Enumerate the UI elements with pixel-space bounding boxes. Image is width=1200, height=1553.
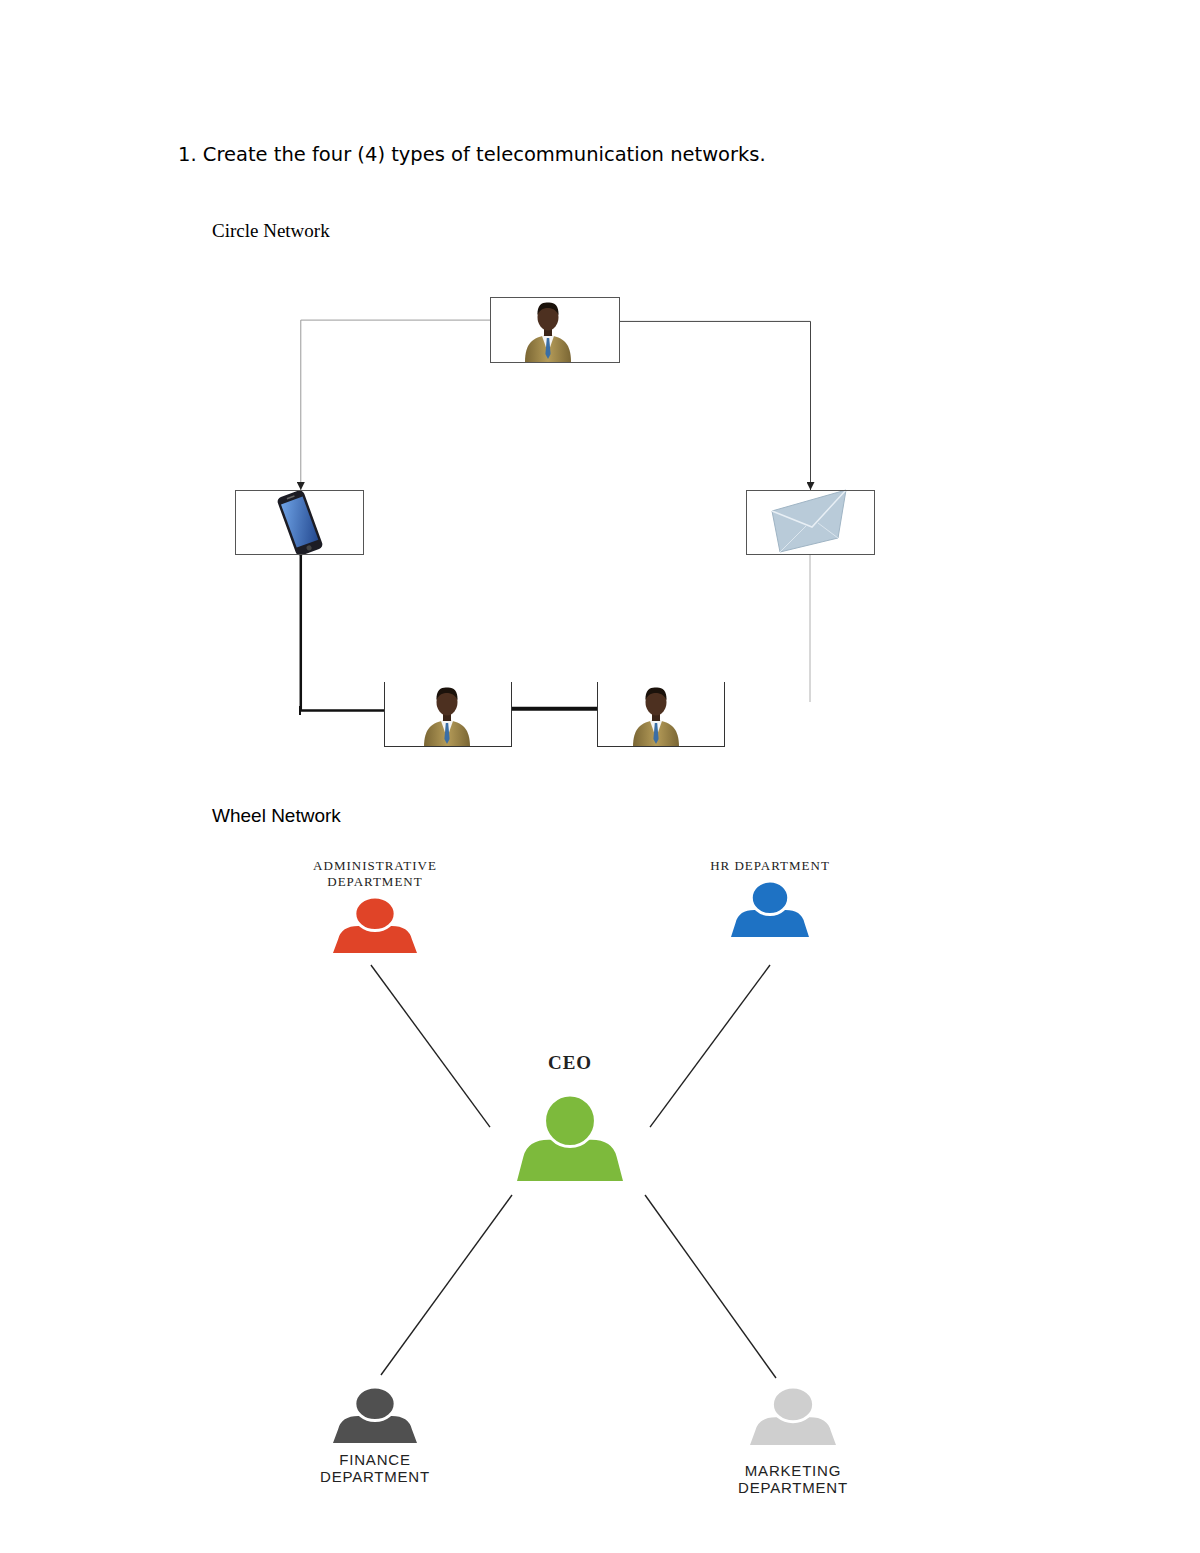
network-box <box>235 490 364 555</box>
page-title: 1. Create the four (4) types of telecomm… <box>178 143 1178 166</box>
connector-line <box>301 320 490 490</box>
section-heading: Wheel Network <box>212 805 812 827</box>
network-box <box>746 490 875 555</box>
connector-line <box>371 965 490 1127</box>
businessman-icon <box>424 687 470 747</box>
person-icon <box>517 1095 623 1181</box>
connector-line <box>620 321 811 490</box>
open-wire <box>810 555 811 702</box>
envelope-flap <box>772 490 846 527</box>
phone-icon <box>276 489 324 557</box>
person-head <box>545 1095 596 1147</box>
department-label: HR DEPARTMENT <box>710 858 830 874</box>
network-box <box>597 682 725 747</box>
network-box <box>384 682 512 747</box>
department-label: CEO <box>495 1052 645 1074</box>
person-node: HR DEPARTMENT <box>685 855 855 965</box>
person-node: MARKETING DEPARTMENT <box>708 1378 878 1496</box>
person-icon <box>750 1387 836 1445</box>
connector-line <box>512 707 597 711</box>
person-head <box>355 897 395 931</box>
envelope-body <box>772 490 846 552</box>
department-label: FINANCE DEPARTMENT <box>310 1451 440 1485</box>
phone-speaker <box>287 495 295 499</box>
phone-screen <box>281 497 318 548</box>
envelope-fold <box>780 526 806 552</box>
connector-line <box>650 965 770 1127</box>
person-head <box>751 881 788 915</box>
person-icon <box>731 881 809 937</box>
connector-line <box>301 555 384 711</box>
network-box <box>490 297 620 363</box>
department-label: MARKETING DEPARTMENT <box>728 1462 858 1496</box>
connector-line <box>645 1195 776 1378</box>
person-icon <box>333 1387 417 1443</box>
phone-body <box>276 489 324 557</box>
person-node: ADMINISTRATIVE DEPARTMENT <box>290 855 460 965</box>
wire-tick <box>299 706 301 715</box>
person-node: FINANCE DEPARTMENT <box>290 1375 460 1490</box>
person-head <box>772 1387 813 1422</box>
person-node: CEO <box>490 1045 650 1195</box>
section-heading: Circle Network <box>212 220 812 242</box>
person-icon <box>333 897 417 953</box>
department-label: ADMINISTRATIVE DEPARTMENT <box>295 858 455 890</box>
connector-line <box>381 1195 512 1375</box>
businessman-icon <box>633 687 679 747</box>
businessman-icon <box>525 302 571 362</box>
phone-button <box>306 545 312 551</box>
person-head <box>355 1387 395 1421</box>
envelope-fold <box>818 523 838 538</box>
envelope-icon <box>772 490 846 552</box>
